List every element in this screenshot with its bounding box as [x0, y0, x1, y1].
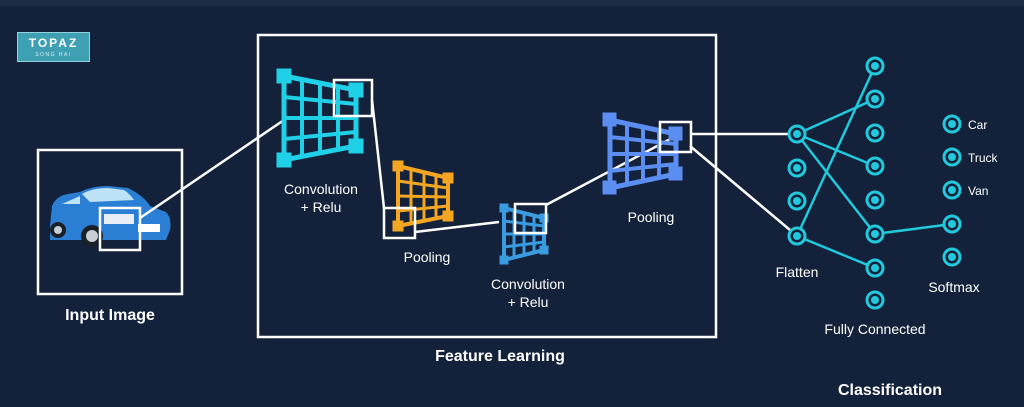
flatten-label: Flatten: [775, 264, 819, 280]
class-label-car: Car: [968, 118, 988, 132]
feature-learning-label: Feature Learning: [435, 348, 565, 365]
pool1-feature-map: [392, 160, 454, 232]
conv1-label-line2: + Relu: [300, 199, 342, 215]
conv1-label-line1: Convolution: [284, 181, 358, 197]
pool2-feature-map: [602, 112, 683, 195]
dense-connections: [795, 65, 953, 270]
pool2-label: Pooling: [627, 209, 675, 225]
softmax-label: Softmax: [928, 279, 980, 295]
pool1-label: Pooling: [403, 249, 451, 265]
conv2-label-line1: Convolution: [491, 276, 565, 292]
input-image-frame: [36, 148, 184, 296]
fully-connected-nodes: [865, 56, 885, 310]
fully-connected-label: Fully Connected: [824, 321, 926, 337]
car-image: [50, 186, 171, 247]
topaz-logo: TOPAZ SONG HAI: [17, 32, 90, 62]
classification-label: Classification: [837, 382, 943, 399]
conv2-label-line2: + Relu: [507, 294, 549, 310]
class-label-truck: Truck: [968, 151, 998, 165]
logo-brand: TOPAZ: [28, 36, 79, 50]
top-strip: [0, 0, 1024, 6]
conv2-label: Convolution + Relu: [473, 275, 583, 311]
logo-subtitle: SONG HAI: [35, 52, 72, 58]
pool2-receptive-field: [658, 120, 693, 154]
conv1-feature-map: [276, 68, 364, 168]
feature-learning-frame: [256, 33, 718, 339]
conv1-label: Convolution + Relu: [266, 180, 376, 216]
class-label-van: Van: [968, 184, 989, 198]
input-receptive-field: [98, 206, 142, 252]
pool1-receptive-field: [382, 206, 417, 240]
conv2-receptive-field: [513, 202, 548, 235]
input-image-label: Input Image: [65, 307, 155, 324]
connector-lines: [139, 99, 791, 234]
conv1-receptive-field: [332, 78, 374, 118]
